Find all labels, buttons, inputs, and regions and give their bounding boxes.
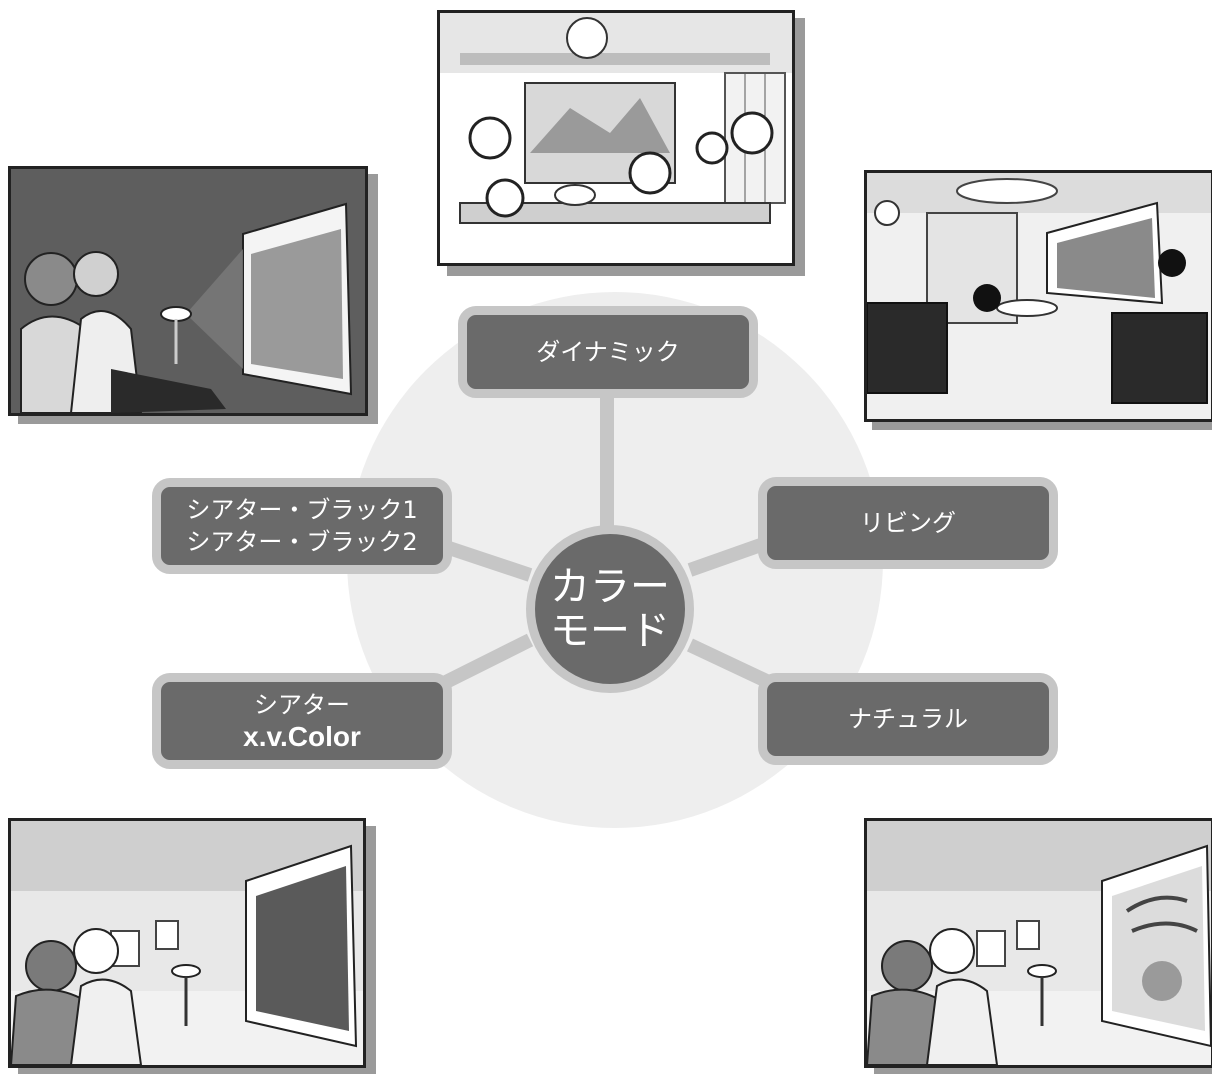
natural-illustration <box>864 818 1212 1068</box>
theater-room-image <box>11 821 363 1065</box>
color-mode-hub: カラー モード <box>526 525 694 693</box>
mode-dynamic-box: ダイナミック <box>458 306 758 398</box>
hub-line2: モード <box>550 608 670 654</box>
mode-theater-xv-box: シアター x.v.Color <box>152 673 452 769</box>
living-illustration <box>864 170 1212 422</box>
mode-theater-xv-line1: シアター <box>254 691 350 719</box>
mode-natural-label: ナチュラル <box>848 705 968 733</box>
hub-line1: カラー <box>550 564 670 610</box>
connector-theater-black <box>437 538 533 582</box>
mode-theater-black-box: シアター・ブラック1 シアター・ブラック2 <box>152 478 452 574</box>
dark-theater-image <box>20 202 353 413</box>
theater-xv-illustration <box>8 818 366 1068</box>
mode-natural-box: ナチュラル <box>758 673 1058 765</box>
dynamic-illustration <box>437 10 795 266</box>
mode-theater-xv-line2: x.v.Color <box>243 721 361 752</box>
mode-dynamic-label: ダイナミック <box>536 338 680 366</box>
mode-theater-black-line2: シアター・ブラック2 <box>186 528 418 556</box>
connector-theater-xv <box>436 633 534 692</box>
connector-natural <box>687 638 778 692</box>
natural-room-image <box>867 821 1211 1065</box>
mode-theater-black-line1: シアター・ブラック1 <box>186 496 418 524</box>
family-room-image <box>440 13 792 224</box>
mode-living-label: リビング <box>860 509 956 537</box>
living-room-image <box>867 173 1211 404</box>
theater-black-illustration <box>8 166 368 416</box>
mode-living-box: リビング <box>758 477 1058 569</box>
